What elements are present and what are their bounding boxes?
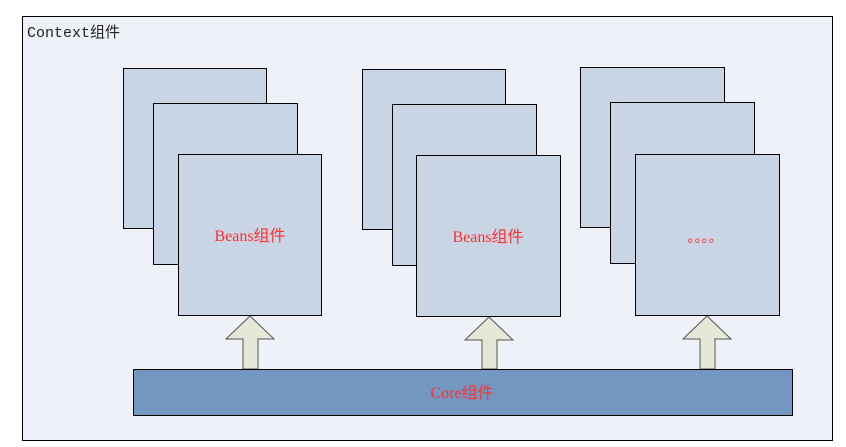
card-front bbox=[416, 155, 561, 317]
beans-stack-1: Beans组件 bbox=[123, 68, 322, 316]
ellipsis-stack: 。。。。 bbox=[580, 67, 780, 316]
beans-label: Beans组件 bbox=[214, 227, 285, 245]
ellipsis-label: 。。。。 bbox=[688, 231, 723, 246]
card-front bbox=[635, 154, 780, 316]
card-front bbox=[178, 154, 322, 316]
beans-label: Beans组件 bbox=[452, 228, 523, 246]
core-label: Core组件 bbox=[430, 384, 493, 402]
core-bar bbox=[133, 369, 793, 416]
context-label: Context组件 bbox=[27, 24, 120, 42]
beans-stack-2: Beans组件 bbox=[362, 69, 561, 317]
